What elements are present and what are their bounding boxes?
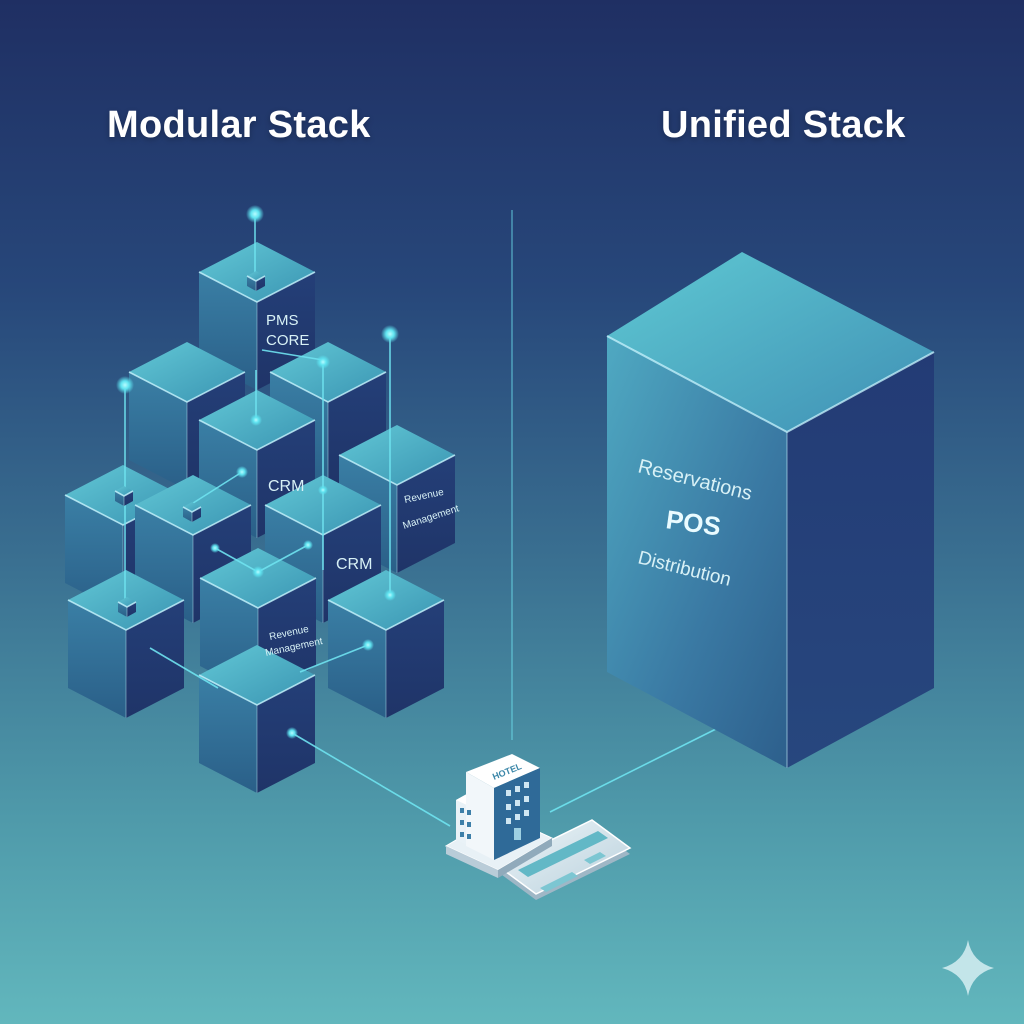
label-crm-top: CRM: [268, 478, 304, 495]
sparkle-icon: [942, 940, 994, 996]
modular-connectors: [124, 215, 727, 827]
credit-card-icon: [496, 819, 632, 900]
unified-block: [606, 252, 935, 768]
unified-block-front: [607, 336, 787, 768]
hotel-building-icon: HOTEL: [444, 754, 554, 878]
label-pms: PMS: [266, 312, 299, 329]
connector-chips: [114, 271, 266, 617]
cube-front-right: [327, 570, 445, 718]
chip-mid-left: [114, 486, 134, 506]
modular-stack-title: Modular Stack: [107, 104, 371, 146]
unified-block-top: [607, 252, 934, 432]
cube-bottom: [198, 645, 316, 793]
cube-front-left: [67, 570, 185, 718]
unified-stack-title: Unified Stack: [661, 104, 906, 146]
modular-cube-cluster: [64, 242, 456, 793]
unified-block-side: [787, 352, 934, 768]
chip-pms: [246, 271, 266, 291]
chip-mid-center: [182, 502, 202, 522]
label-core: CORE: [266, 332, 309, 349]
chip-front-left: [117, 597, 137, 617]
label-crm-mid: CRM: [336, 556, 372, 573]
